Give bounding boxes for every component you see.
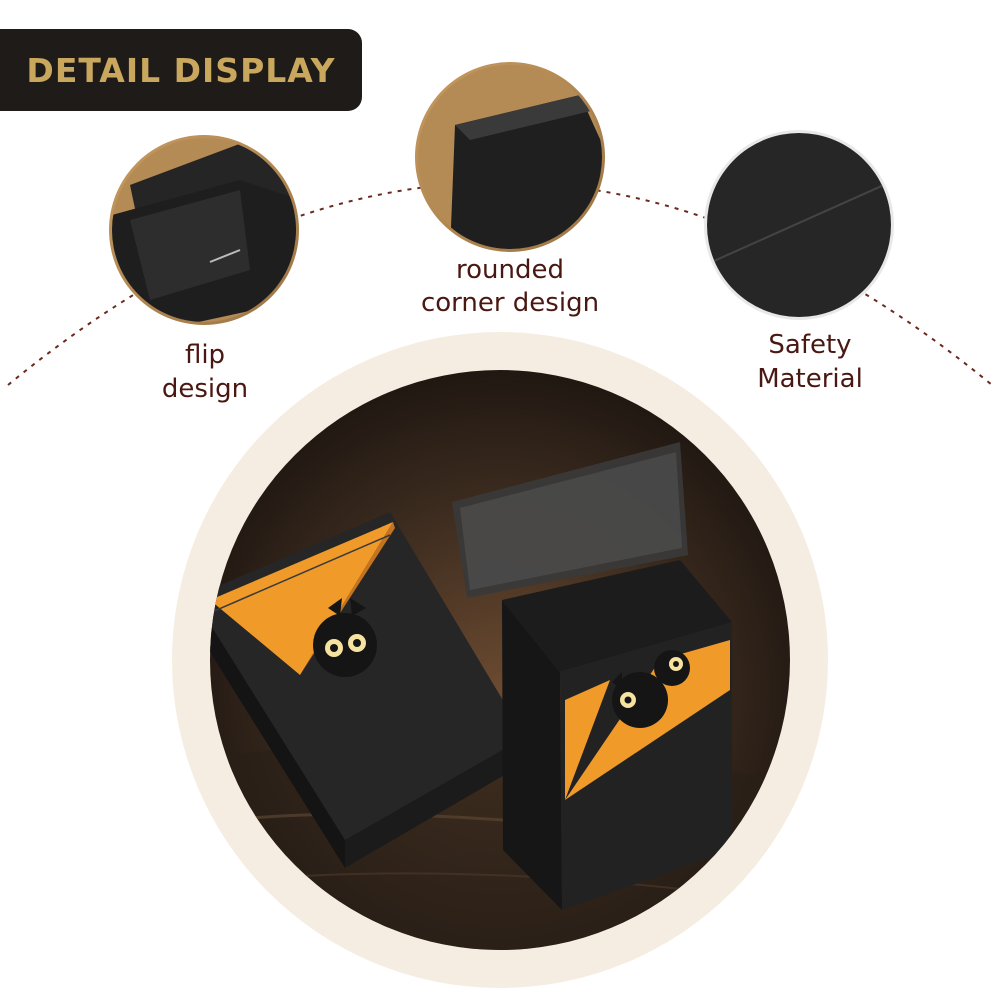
detail-photo-corner [418,65,602,249]
feature-label-line: flip [184,340,226,370]
main-product-photo [210,370,790,950]
feature-label-flip: flip design [130,338,280,406]
detail-photo-material [707,133,891,317]
feature-label-line: Safety [768,330,852,360]
feature-label-material: Safety Material [735,328,885,396]
feature-label-line: design [161,374,249,404]
closed-case [210,512,525,868]
feature-label-line: rounded [456,255,564,285]
open-case [452,442,732,910]
detail-photo-flip [112,138,296,322]
feature-label-line: Material [757,364,863,394]
feature-label-line: corner design [420,288,600,318]
page-title: DETAIL DISPLAY [26,50,336,90]
title-banner: DETAIL DISPLAY [0,29,362,111]
feature-label-corner: rounded corner design [400,254,620,320]
